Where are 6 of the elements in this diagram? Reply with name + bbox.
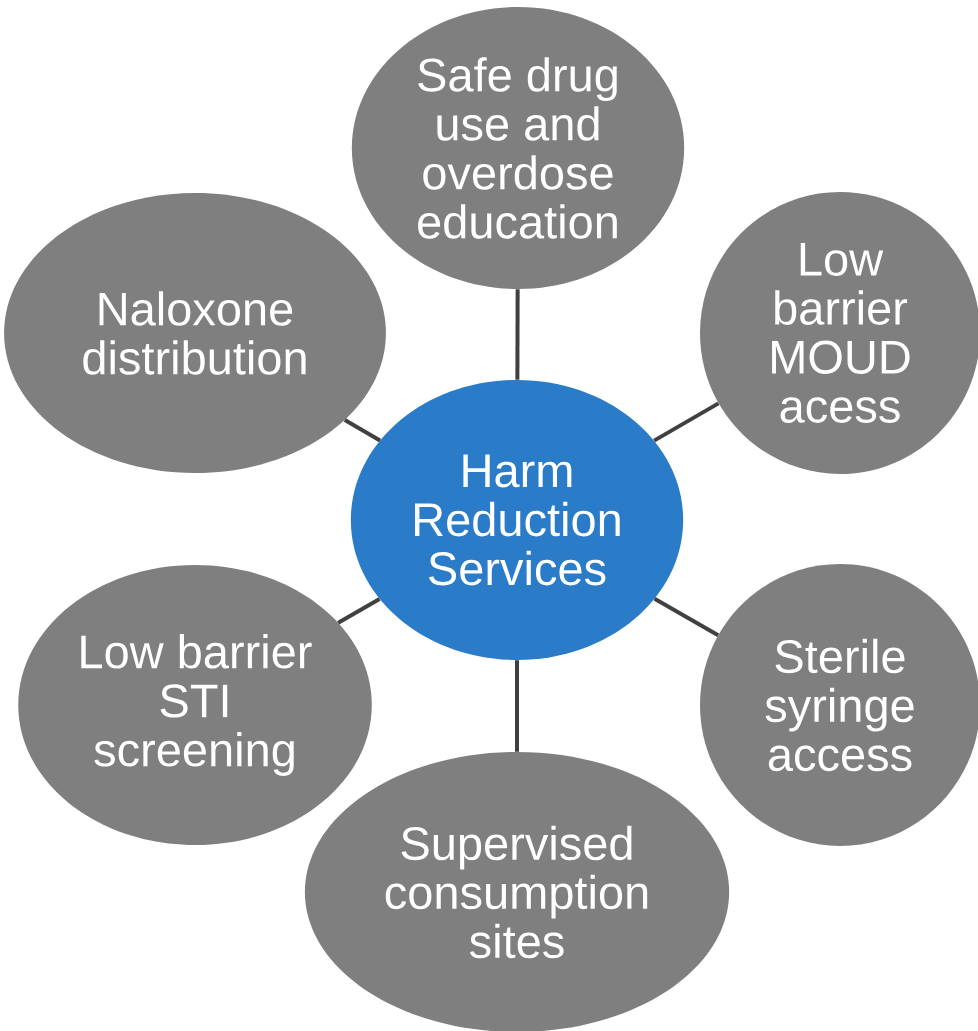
connector-line [653, 401, 720, 443]
connector-line [337, 597, 381, 625]
connector-line [515, 289, 520, 380]
connector-line [653, 597, 720, 637]
connector-line [343, 418, 382, 443]
connector-line [515, 660, 519, 752]
